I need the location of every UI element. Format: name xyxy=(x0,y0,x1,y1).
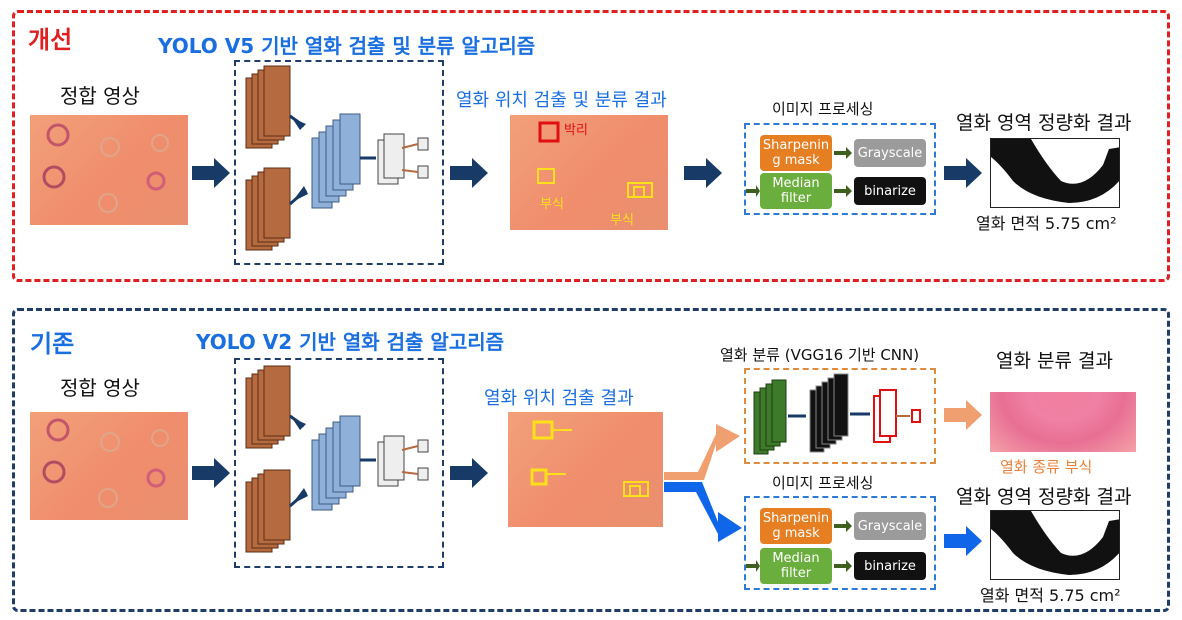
arrow-icon xyxy=(944,526,982,556)
peel-tag: 박리 xyxy=(564,123,588,138)
arrow-icon xyxy=(450,458,488,488)
cnn-layers xyxy=(753,373,921,455)
corrosion-tag-2: 부식 xyxy=(610,213,634,228)
arrow-icon xyxy=(450,158,488,188)
detection-boxes xyxy=(537,121,653,198)
arrow-icon xyxy=(192,458,230,488)
top-input-label: 정합 영상 xyxy=(60,84,140,108)
median-filter-step: Median filter xyxy=(760,173,832,209)
sharpen-mask-step: Sharpenin g mask xyxy=(760,135,832,171)
cls-result-image xyxy=(990,392,1136,452)
bottom-input-image xyxy=(30,412,188,520)
binary-blob xyxy=(991,511,1119,575)
yolo-v2-network xyxy=(234,358,444,568)
grayscale-step: Grayscale xyxy=(854,139,926,167)
rust-spots xyxy=(42,418,169,508)
bottom-quant-label: 열화 영역 정량화 결과 xyxy=(956,486,1132,508)
grayscale-step: Grayscale xyxy=(854,512,926,540)
legacy-tag: 기존 xyxy=(30,330,75,358)
vgg16-classifier xyxy=(744,368,936,464)
improved-panel xyxy=(12,10,1170,282)
top-image-processing: Sharpenin g mask Median filter Grayscale… xyxy=(744,123,936,215)
binary-blob xyxy=(991,139,1119,203)
binarize-step: binarize xyxy=(854,552,926,580)
corrosion-tag-1: 부식 xyxy=(540,197,564,212)
top-area-label: 열화 면적 5.75 cm² xyxy=(976,214,1117,233)
bottom-proc-label: 이미지 프로세싱 xyxy=(772,474,874,492)
top-quant-label: 열화 영역 정량화 결과 xyxy=(956,112,1132,134)
bottom-detect-label: 열화 위치 검출 결과 xyxy=(484,388,634,409)
cls-result-label: 열화 분류 결과 xyxy=(996,350,1113,372)
bottom-quant-image xyxy=(990,510,1120,580)
top-quant-image xyxy=(990,138,1120,208)
cls-label: 열화 분류 (VGG16 기반 CNN) xyxy=(720,346,920,364)
proc-arrows xyxy=(746,520,852,572)
binarize-step: binarize xyxy=(854,177,926,205)
arrow-icon xyxy=(944,158,982,188)
arrow-icon xyxy=(192,158,230,188)
bottom-area-label: 열화 면적 5.75 cm² xyxy=(980,586,1121,605)
cls-type-label: 열화 종류 부식 xyxy=(1000,458,1093,476)
sharpen-mask-step: Sharpenin g mask xyxy=(760,508,832,544)
rust-spots xyxy=(42,123,169,213)
bottom-detection-image xyxy=(508,412,663,527)
improved-tag: 개선 xyxy=(28,26,73,54)
top-detection-image: 박리 부식 부식 xyxy=(510,115,668,230)
arrow-icon xyxy=(944,400,982,430)
median-filter-step: Median filter xyxy=(760,548,832,584)
top-detect-label: 열화 위치 검출 및 분류 결과 xyxy=(456,90,667,111)
legacy-title: YOLO V2 기반 열화 검출 알고리즘 xyxy=(196,330,505,354)
split-arrows xyxy=(664,424,742,542)
improved-title: YOLO V5 기반 열화 검출 및 분류 알고리즘 xyxy=(158,34,536,58)
legacy-panel xyxy=(12,308,1170,612)
top-proc-label: 이미지 프로세싱 xyxy=(772,100,874,118)
network-layers xyxy=(245,65,429,251)
top-input-image xyxy=(30,115,188,225)
bottom-input-label: 정합 영상 xyxy=(60,376,140,400)
yolo-v5-network xyxy=(234,60,444,265)
network-layers xyxy=(245,365,429,553)
detection-boxes xyxy=(530,420,649,497)
proc-arrows xyxy=(746,147,852,197)
arrow-icon xyxy=(684,158,722,188)
bottom-image-processing: Sharpenin g mask Median filter Grayscale… xyxy=(744,496,936,590)
